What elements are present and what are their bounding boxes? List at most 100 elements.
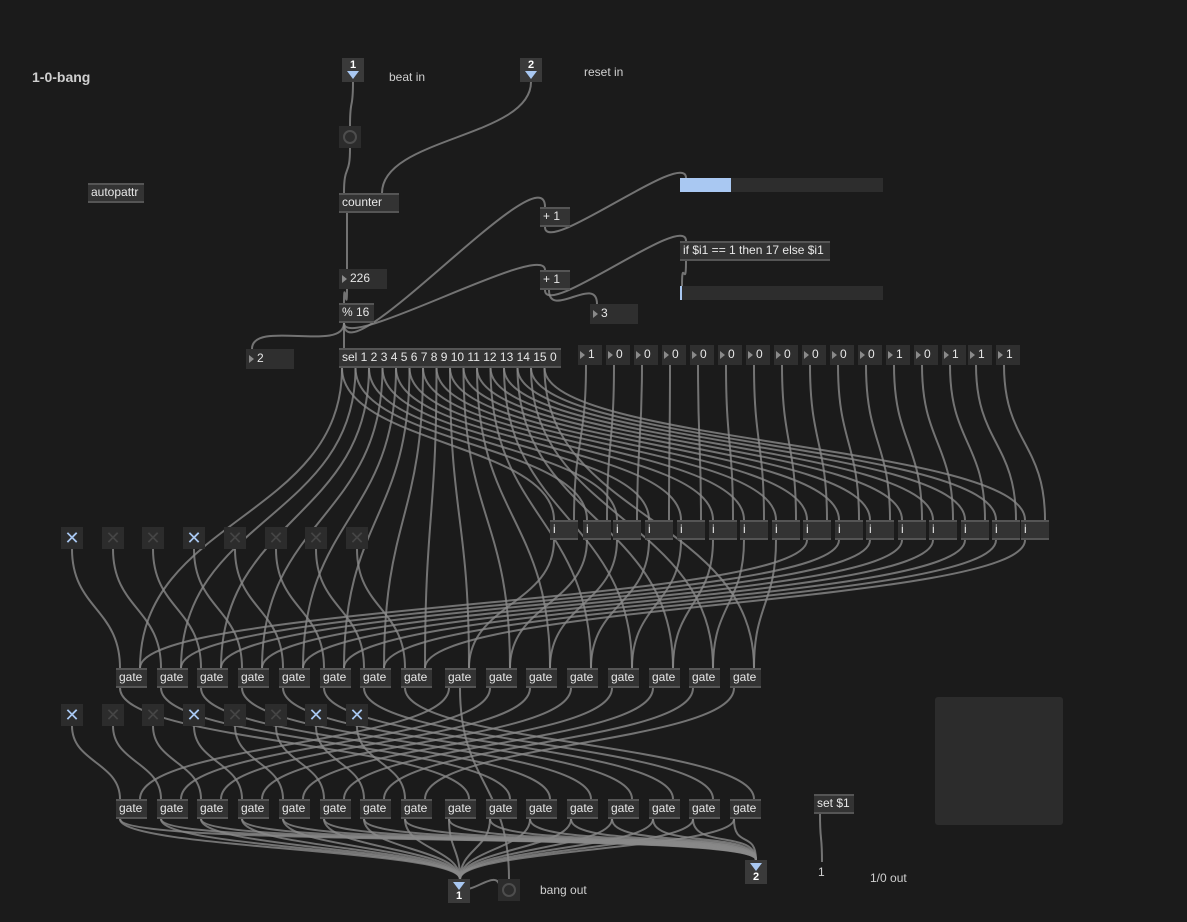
set-message[interactable]: set $1 <box>814 794 854 814</box>
int-object[interactable]: i <box>677 520 705 540</box>
counter-object[interactable]: counter <box>339 193 399 213</box>
int-object[interactable]: i <box>866 520 894 540</box>
plus-one-object-b[interactable]: + 1 <box>540 270 570 290</box>
gate-object[interactable]: gate <box>445 668 476 688</box>
toggle[interactable]: ✕ <box>305 527 327 549</box>
gate-object[interactable]: gate <box>279 668 310 688</box>
gate-object[interactable]: gate <box>116 668 147 688</box>
toggle[interactable]: ✕ <box>142 527 164 549</box>
gate-object[interactable]: gate <box>649 799 680 819</box>
pattern-number-box[interactable]: 0 <box>718 345 742 365</box>
pattern-number-box[interactable]: 1 <box>578 345 602 365</box>
modulo-object[interactable]: % 16 <box>339 303 374 323</box>
beat-bang[interactable] <box>339 126 361 148</box>
gate-object[interactable]: gate <box>608 799 639 819</box>
toggle[interactable]: ✕ <box>224 527 246 549</box>
int-object[interactable]: i <box>740 520 768 540</box>
toggle[interactable]: ✕ <box>102 704 124 726</box>
step-number-box[interactable]: 2 <box>246 349 294 369</box>
gate-object[interactable]: gate <box>157 799 188 819</box>
gate-object[interactable]: gate <box>730 668 761 688</box>
if-output-slider[interactable] <box>680 286 883 300</box>
gate-object[interactable]: gate <box>730 799 761 819</box>
outlet-2[interactable]: 2 <box>745 860 767 884</box>
gate-object[interactable]: gate <box>360 668 391 688</box>
pattern-number-box[interactable]: 0 <box>830 345 854 365</box>
gate-object[interactable]: gate <box>238 799 269 819</box>
toggle[interactable]: ✕ <box>142 704 164 726</box>
gate-object[interactable]: gate <box>320 799 351 819</box>
gate-object[interactable]: gate <box>649 668 680 688</box>
plus-one-object-a[interactable]: + 1 <box>540 207 570 227</box>
gate-object[interactable]: gate <box>689 668 720 688</box>
sel-object[interactable]: sel 1 2 3 4 5 6 7 8 9 10 11 12 13 14 15 … <box>339 348 561 368</box>
int-object[interactable]: i <box>550 520 578 540</box>
gate-object[interactable]: gate <box>486 799 517 819</box>
plus-one-number-box[interactable]: 3 <box>590 304 638 324</box>
toggle[interactable]: ✕ <box>61 527 83 549</box>
gate-object[interactable]: gate <box>197 668 228 688</box>
int-object[interactable]: i <box>803 520 831 540</box>
toggle[interactable]: ✕ <box>346 527 368 549</box>
gate-object[interactable]: gate <box>157 668 188 688</box>
position-slider[interactable] <box>680 178 883 192</box>
gate-object[interactable]: gate <box>238 668 269 688</box>
pattern-number-box[interactable]: 0 <box>746 345 770 365</box>
gate-object[interactable]: gate <box>360 799 391 819</box>
gate-object[interactable]: gate <box>526 799 557 819</box>
gate-object[interactable]: gate <box>689 799 720 819</box>
pattern-number-box[interactable]: 1 <box>942 345 966 365</box>
pattern-number-box[interactable]: 0 <box>606 345 630 365</box>
toggle[interactable]: ✕ <box>305 704 327 726</box>
gate-object[interactable]: gate <box>486 668 517 688</box>
pattern-number-box[interactable]: 0 <box>802 345 826 365</box>
inlet-2[interactable]: 2 <box>520 58 542 82</box>
int-object[interactable]: i <box>929 520 957 540</box>
toggle[interactable]: ✕ <box>346 704 368 726</box>
int-object[interactable]: i <box>1021 520 1049 540</box>
gate-object[interactable]: gate <box>116 799 147 819</box>
int-object[interactable]: i <box>613 520 641 540</box>
int-object[interactable]: i <box>992 520 1020 540</box>
int-object[interactable]: i <box>961 520 989 540</box>
int-object[interactable]: i <box>835 520 863 540</box>
gate-object[interactable]: gate <box>567 799 598 819</box>
if-expression-object[interactable]: if $i1 == 1 then 17 else $i1 <box>680 241 830 261</box>
counter-number-box[interactable]: 226 <box>339 269 387 289</box>
pattern-number-box[interactable]: 1 <box>968 345 992 365</box>
patch-cord <box>489 367 592 669</box>
pattern-number-box[interactable]: 0 <box>634 345 658 365</box>
autopattr-object[interactable]: autopattr <box>88 183 144 203</box>
toggle[interactable]: ✕ <box>183 527 205 549</box>
int-object[interactable]: i <box>898 520 926 540</box>
inlet-1[interactable]: 1 <box>342 58 364 82</box>
gate-object[interactable]: gate <box>401 668 432 688</box>
int-object[interactable]: i <box>772 520 800 540</box>
outlet-1[interactable]: 1 <box>448 879 470 903</box>
pattern-number-box[interactable]: 1 <box>886 345 910 365</box>
int-object[interactable]: i <box>709 520 737 540</box>
gate-object[interactable]: gate <box>567 668 598 688</box>
toggle[interactable]: ✕ <box>265 527 287 549</box>
gate-object[interactable]: gate <box>197 799 228 819</box>
gate-object[interactable]: gate <box>320 668 351 688</box>
int-object[interactable]: i <box>583 520 611 540</box>
gate-object[interactable]: gate <box>526 668 557 688</box>
toggle[interactable]: ✕ <box>265 704 287 726</box>
toggle[interactable]: ✕ <box>102 527 124 549</box>
gate-object[interactable]: gate <box>608 668 639 688</box>
pattern-number-box[interactable]: 0 <box>690 345 714 365</box>
pattern-number-box[interactable]: 0 <box>858 345 882 365</box>
bang-out-bang[interactable] <box>498 879 520 901</box>
gate-object[interactable]: gate <box>401 799 432 819</box>
gate-object[interactable]: gate <box>279 799 310 819</box>
pattern-number-box[interactable]: 0 <box>662 345 686 365</box>
toggle[interactable]: ✕ <box>224 704 246 726</box>
pattern-number-box[interactable]: 1 <box>996 345 1020 365</box>
int-object[interactable]: i <box>645 520 673 540</box>
gate-object[interactable]: gate <box>445 799 476 819</box>
toggle[interactable]: ✕ <box>183 704 205 726</box>
toggle[interactable]: ✕ <box>61 704 83 726</box>
pattern-number-box[interactable]: 0 <box>774 345 798 365</box>
pattern-number-box[interactable]: 0 <box>914 345 938 365</box>
